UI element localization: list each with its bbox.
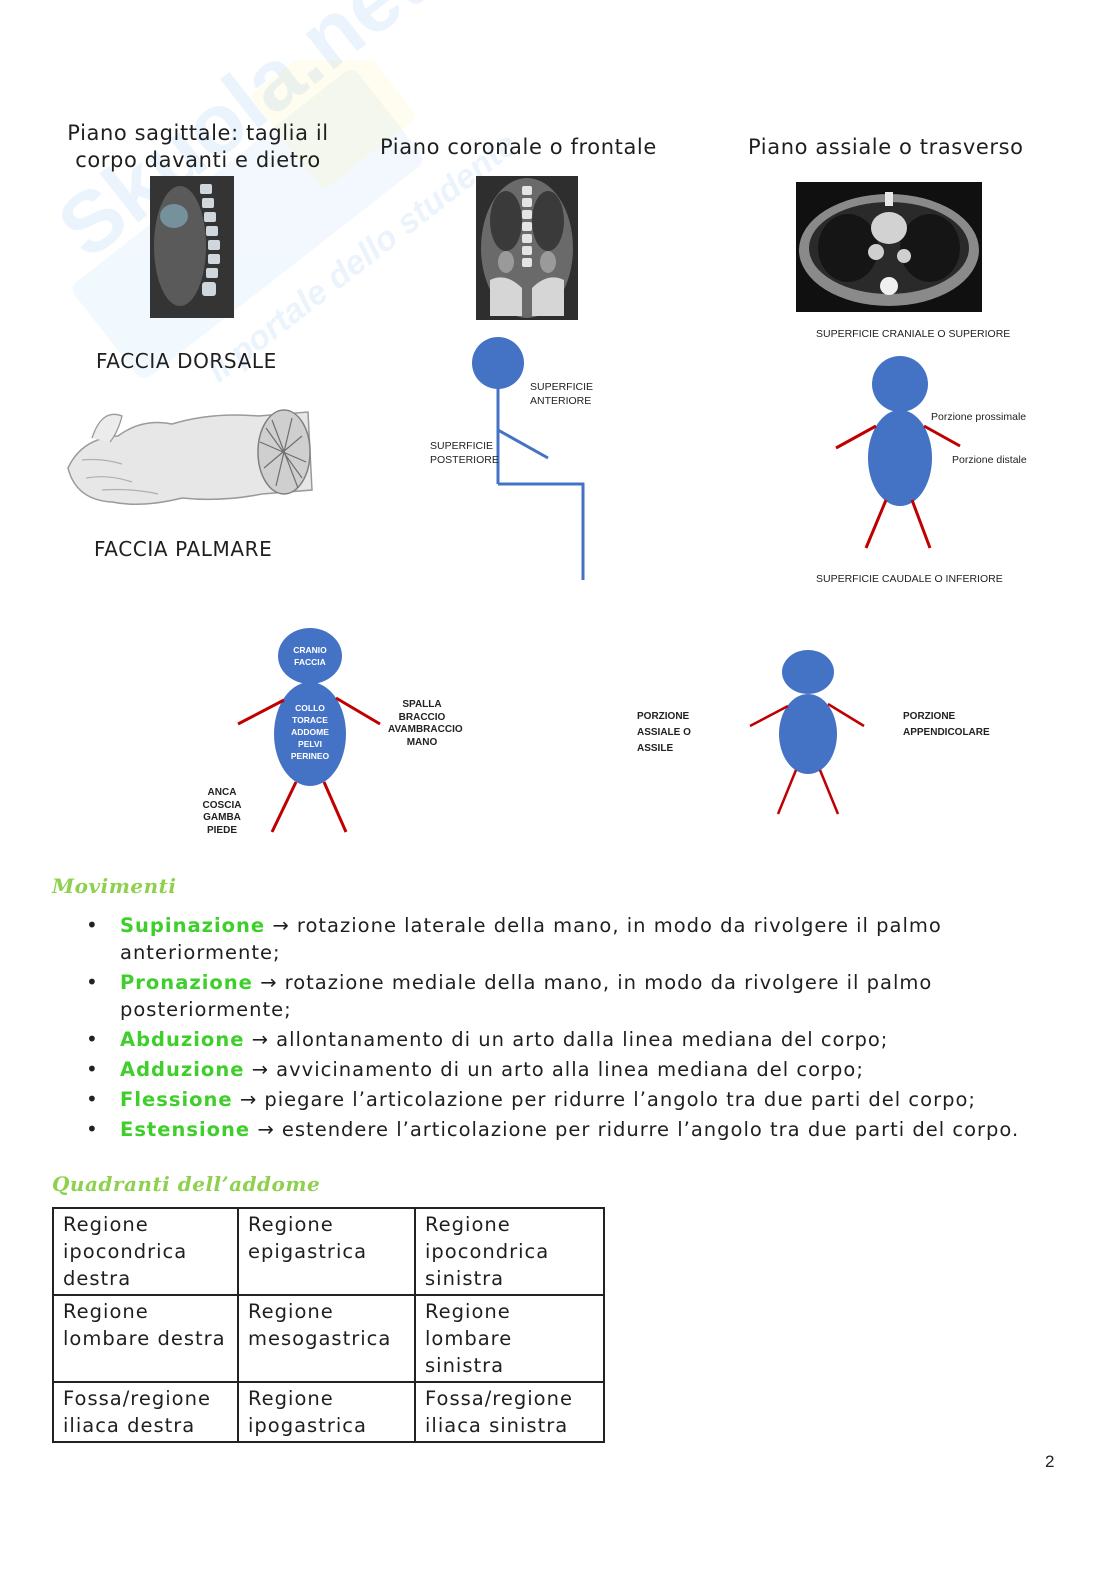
coronal-caption: Piano coronale o frontale: [380, 134, 657, 161]
axial-portion-label: PORZIONE ASSIALE O ASSILE: [637, 709, 691, 757]
movement-description: → estendere l’articolazione per ridurre …: [250, 1118, 1019, 1141]
posterior-surface-label: SUPERFICIE POSTERIORE: [430, 439, 499, 467]
anterior-surface-label: SUPERFICIE ANTERIORE: [530, 380, 593, 408]
hand-illustration: [62, 398, 318, 518]
movement-term: Pronazione: [120, 971, 253, 994]
quadrants-title: Quadranti dell’addome: [52, 1172, 320, 1196]
sagittal-caption: Piano sagittale: taglia il corpo davanti…: [48, 120, 348, 174]
coronal-ct-image: [476, 176, 578, 320]
arm-region-label: SPALLA BRACCIO AVAMBRACCIO MANO: [388, 699, 456, 749]
appendicular-portion-label: PORZIONE APPENDICOLARE: [903, 709, 990, 741]
movement-term: Estensione: [120, 1118, 250, 1141]
movement-item: Pronazione → rotazione mediale della man…: [52, 969, 1072, 1023]
portions-body-figure: [744, 646, 870, 818]
movement-description: → piegare l’articolazione per ridurre l’…: [233, 1088, 976, 1111]
movement-term: Abduzione: [120, 1028, 244, 1051]
table-cell: Regione ipogastrica: [238, 1382, 415, 1442]
distal-portion-label: Porzione distale: [952, 453, 1027, 467]
movement-item: Flessione → piegare l’articolazione per …: [52, 1086, 1072, 1113]
axial-caption: Piano assiale o trasverso: [748, 134, 1024, 161]
movement-term: Adduzione: [120, 1058, 244, 1081]
caudal-surface-label: SUPERFICIE CAUDALE O INFERIORE: [816, 572, 1003, 586]
movement-item: Abduzione → allontanamento di un arto da…: [52, 1026, 1072, 1053]
movement-description: → avvicinamento di un arto alla linea me…: [244, 1058, 863, 1081]
movement-description: → allontanamento di un arto dalla linea …: [244, 1028, 888, 1051]
movement-item: Adduzione → avvicinamento di un arto all…: [52, 1056, 1072, 1083]
movements-bullets: Supinazione → rotazione laterale della m…: [52, 912, 1072, 1143]
axial-body-figure: [830, 354, 970, 554]
movement-term: Flessione: [120, 1088, 233, 1111]
table-cell: Regione mesogastrica: [238, 1295, 415, 1382]
sagittal-ct-image: [150, 176, 234, 318]
movements-title: Movimenti: [52, 874, 176, 898]
trunk-region-label: COLLO TORACE ADDOME PELVI PERINEO: [280, 702, 340, 762]
movement-item: Supinazione → rotazione laterale della m…: [52, 912, 1072, 966]
axial-ct-image: [796, 182, 982, 312]
table-cell: Regione ipocondrica destra: [53, 1208, 238, 1295]
proximal-portion-label: Porzione prossimale: [931, 410, 1026, 424]
leg-region-label: ANCA COSCIA GAMBA PIEDE: [202, 787, 242, 837]
cranial-surface-label: SUPERFICIE CRANIALE O SUPERIORE: [816, 327, 1010, 341]
table-cell: Regione lombare sinistra: [415, 1295, 604, 1382]
table-cell: Fossa/regione iliaca destra: [53, 1382, 238, 1442]
dorsal-face-label: FACCIA DORSALE: [96, 348, 277, 375]
page-number: 2: [1045, 1452, 1054, 1472]
movements-list: Supinazione → rotazione laterale della m…: [52, 912, 1072, 1146]
movement-term: Supinazione: [120, 914, 265, 937]
movement-item: Estensione → estendere l’articolazione p…: [52, 1116, 1072, 1143]
palmar-face-label: FACCIA PALMARE: [94, 536, 272, 563]
table-cell: Regione ipocondrica sinistra: [415, 1208, 604, 1295]
head-region-label: CRANIO FACCIA: [284, 644, 336, 668]
table-cell: Regione lombare destra: [53, 1295, 238, 1382]
table-cell: Fossa/regione iliaca sinistra: [415, 1382, 604, 1442]
table-cell: Regione epigastrica: [238, 1208, 415, 1295]
